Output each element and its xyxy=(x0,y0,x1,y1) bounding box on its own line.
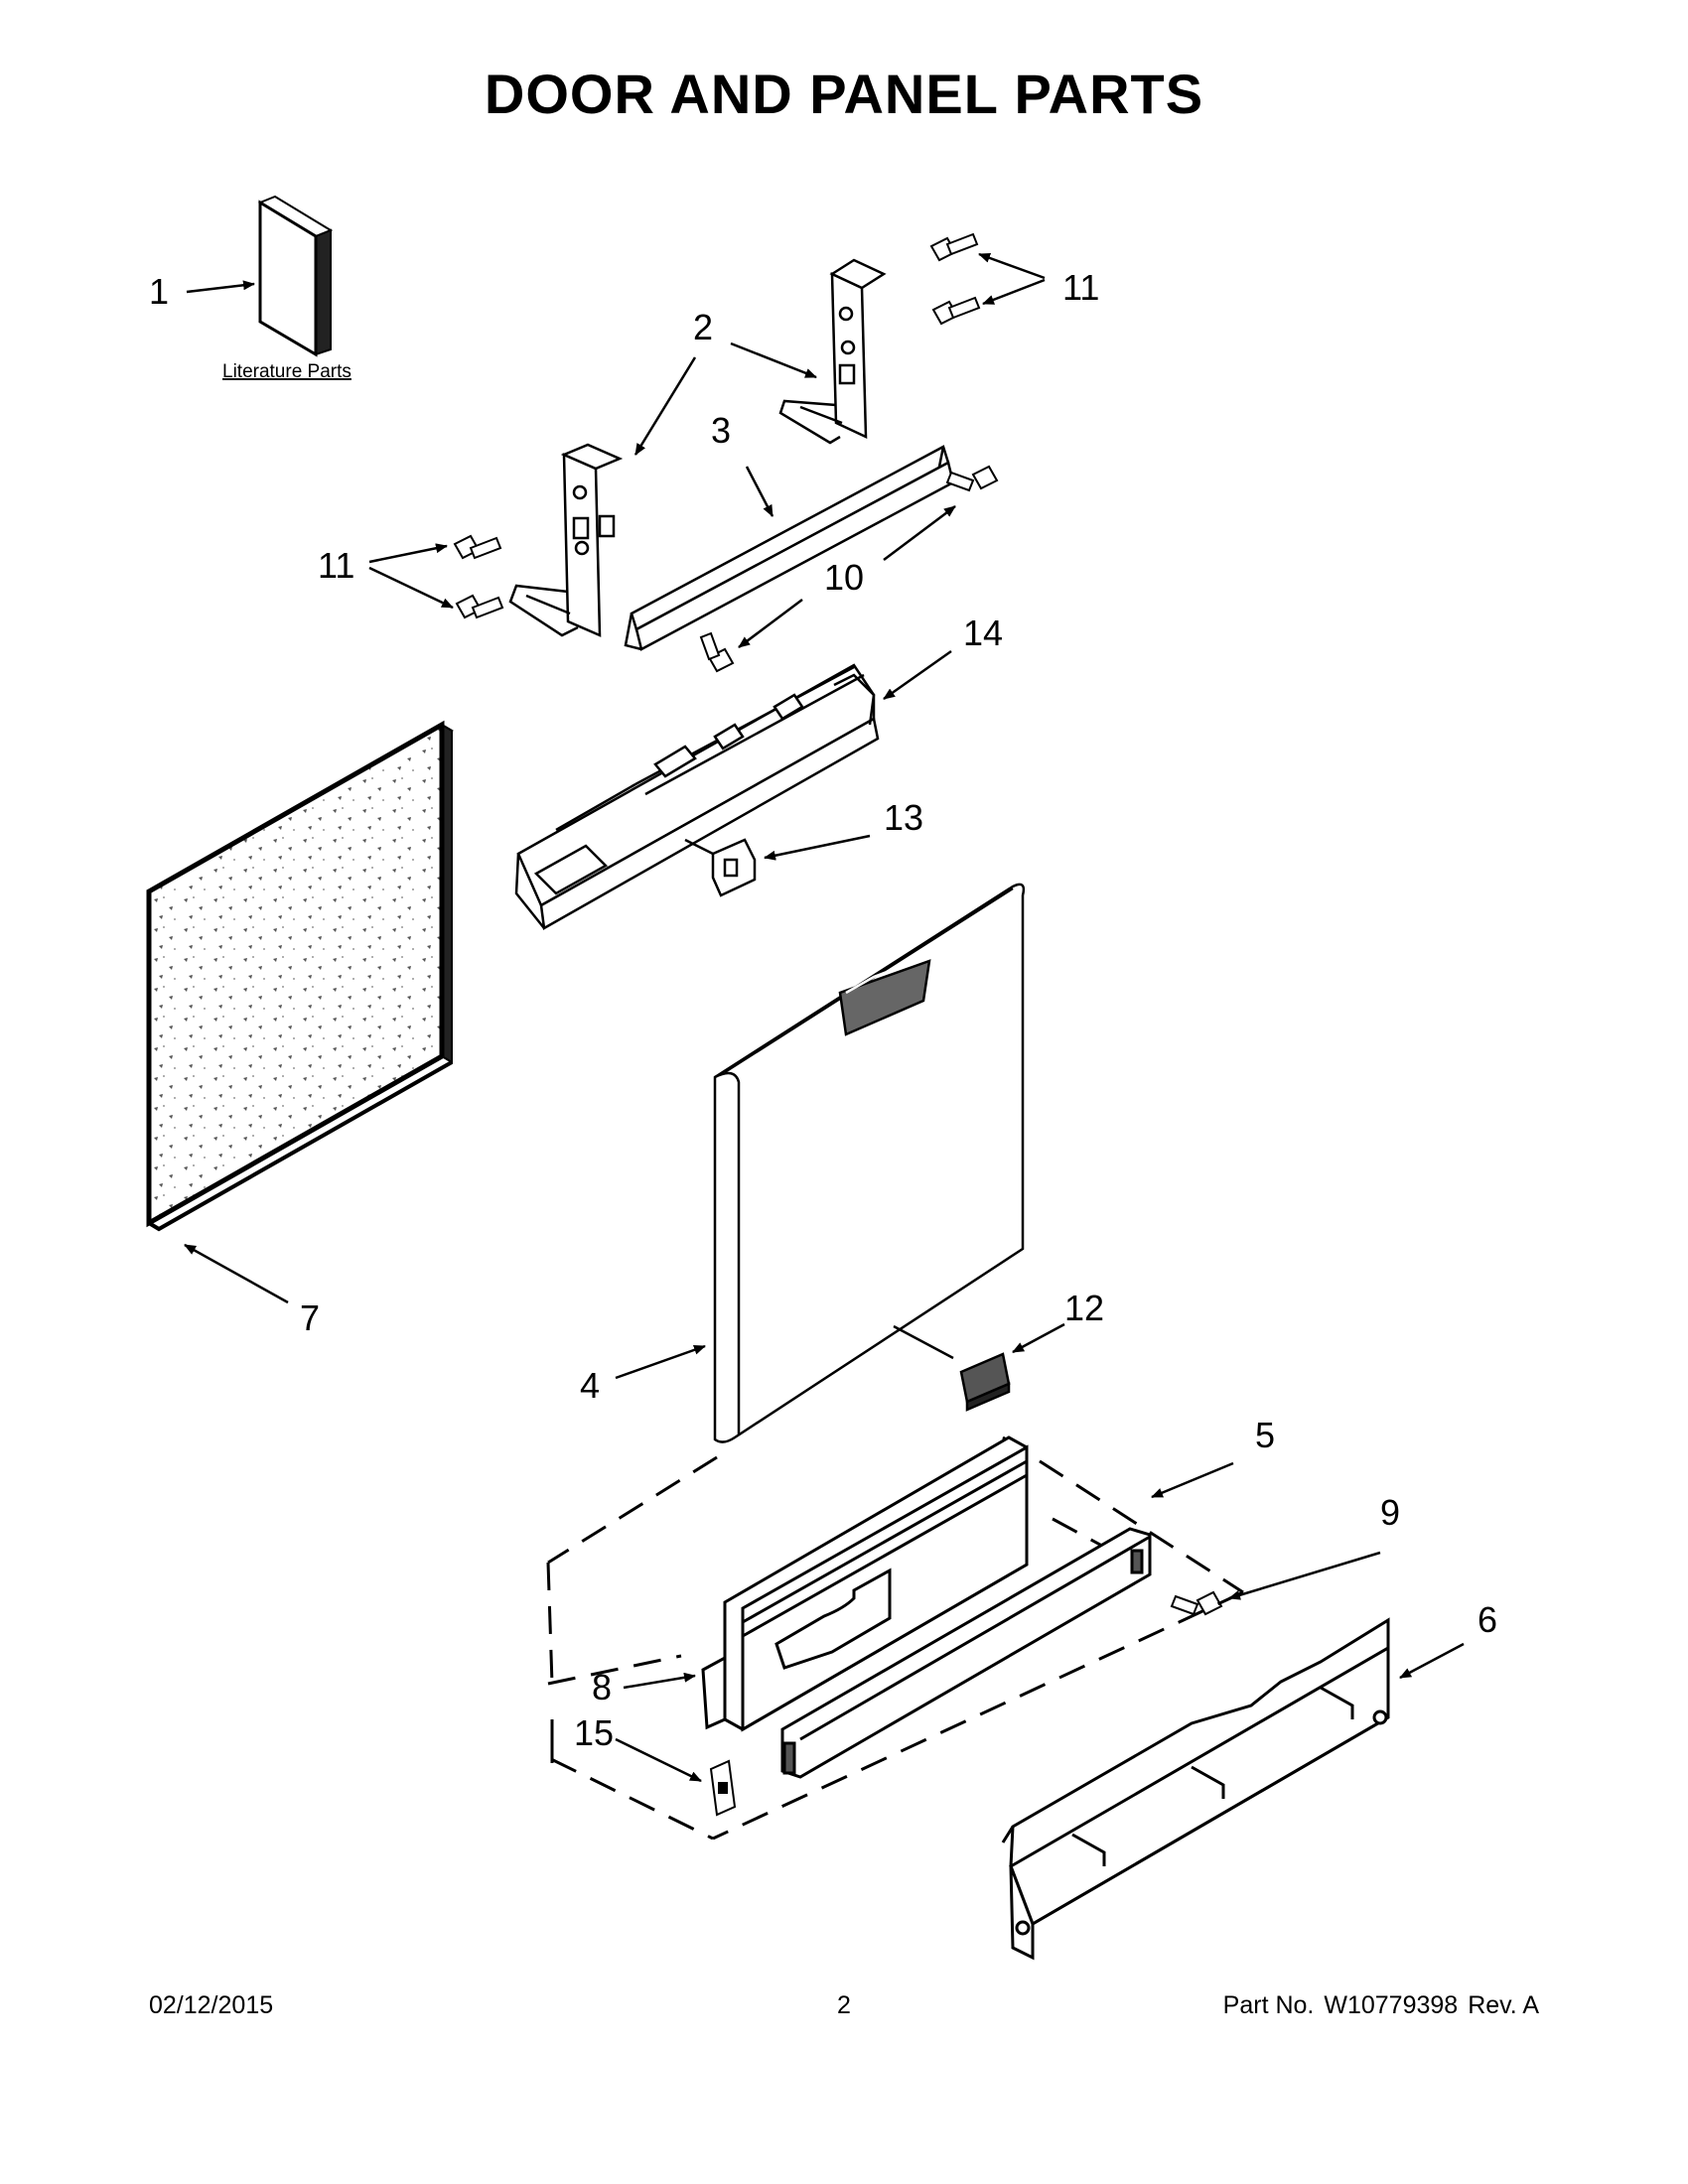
part-5-base-plate xyxy=(780,1527,1152,1779)
page-title: DOOR AND PANEL PARTS xyxy=(484,63,1204,125)
screw-11-lower-a xyxy=(453,534,502,560)
callout-9: 9 xyxy=(1380,1492,1400,1533)
footer-part-number: Part No. W10779398 Rev. A xyxy=(1213,1991,1539,2020)
part-13-latch xyxy=(684,838,757,897)
leader-lines xyxy=(184,252,1465,1783)
part-7-door-panel xyxy=(146,720,454,1232)
screw-9 xyxy=(1170,1590,1223,1616)
part-14-console xyxy=(514,663,880,931)
callout-6: 6 xyxy=(1477,1599,1497,1640)
callout-12: 12 xyxy=(1064,1288,1104,1328)
literature-parts-label: Literature Parts xyxy=(222,361,352,382)
callout-11-lower: 11 xyxy=(318,545,354,586)
part-1-literature xyxy=(257,195,334,357)
callout-13: 13 xyxy=(884,797,923,838)
footer-date: 02/12/2015 xyxy=(149,1991,274,2019)
callout-15: 15 xyxy=(574,1712,614,1753)
part-3-mounting-strip xyxy=(624,445,955,651)
callout-3: 3 xyxy=(711,410,731,451)
part-8-toe-panel xyxy=(701,1435,1029,1732)
screw-11-upper-b xyxy=(931,296,981,326)
callout-7: 7 xyxy=(300,1297,320,1338)
callout-2: 2 xyxy=(693,307,713,347)
screw-11-upper-a xyxy=(929,232,979,262)
part-12-grille xyxy=(959,1352,1011,1412)
callout-11-upper: 11 xyxy=(1062,267,1099,308)
callout-numbers: 1 2 3 11 11 10 14 13 7 4 12 5 9 6 8 15 xyxy=(149,267,1497,1753)
part-2-bracket-right xyxy=(778,258,887,445)
part-15-clip xyxy=(709,1759,737,1817)
part-5-assembly-outline xyxy=(546,1435,1244,1841)
callout-14: 14 xyxy=(963,613,1003,653)
screw-10-lower xyxy=(699,631,735,673)
screw-10-upper xyxy=(945,465,999,492)
part-4-inner-door xyxy=(713,883,1026,1443)
part-2-bracket-left xyxy=(508,443,624,637)
callout-10: 10 xyxy=(824,557,864,598)
footer-page-number: 2 xyxy=(837,1991,851,2019)
callout-1: 1 xyxy=(149,271,169,312)
part-number: W10779398 xyxy=(1324,1991,1459,2019)
part-6-kick-panel xyxy=(1001,1617,1390,1961)
part-label: Part No. xyxy=(1222,1991,1315,2019)
revision: Rev. A xyxy=(1468,1991,1539,2019)
callout-5: 5 xyxy=(1255,1415,1275,1455)
callout-8: 8 xyxy=(592,1667,612,1707)
callout-4: 4 xyxy=(580,1365,600,1406)
screw-11-lower-b xyxy=(455,594,504,619)
